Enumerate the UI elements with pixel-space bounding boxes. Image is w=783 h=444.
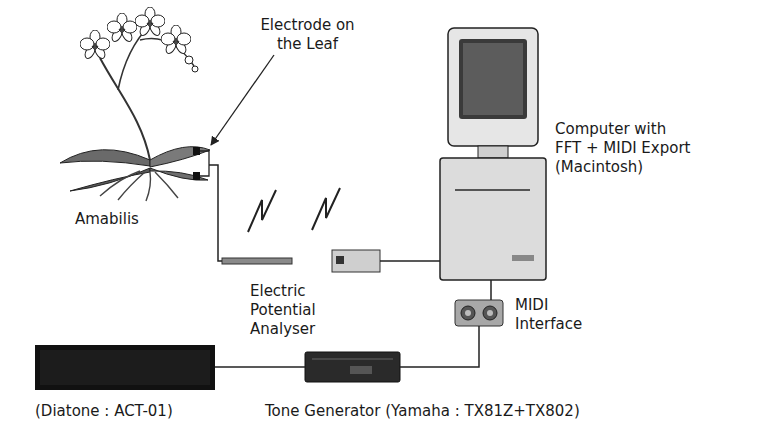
signal-wire	[215, 366, 305, 368]
callout-label: Electrode on the Leaf	[255, 16, 360, 54]
speaker-unit: (Diatone : ACT-01)	[35, 345, 215, 390]
plant-figure: Amabilis	[55, 5, 215, 205]
device-label: Electric Potential Analyser	[250, 282, 316, 338]
computer-unit: Computer with FFT + MIDI Export (Macinto…	[440, 25, 546, 280]
device-label: Amabilis	[75, 210, 139, 229]
tone-generator-device	[305, 352, 400, 382]
computer-icon	[440, 28, 546, 280]
tone-generator: Tone Generator (Yamaha : TX81Z+TX802)	[305, 352, 400, 382]
orchid-plant	[60, 7, 215, 201]
device-label: (Diatone : ACT-01)	[35, 402, 173, 421]
signal-wire	[490, 280, 492, 300]
midi-interface: MIDI Interface	[455, 300, 503, 326]
signal-wire	[400, 326, 479, 367]
midi-interface-device	[455, 300, 503, 326]
signal-wire	[215, 165, 222, 261]
device-label: Tone Generator (Yamaha : TX81Z+TX802)	[265, 402, 580, 421]
signal-wire	[380, 260, 440, 262]
device-label: MIDI Interface	[515, 296, 582, 334]
analyser-unit: Electric Potential Analyser	[222, 185, 380, 275]
speaker-device	[35, 345, 215, 390]
analyser-device	[222, 188, 380, 272]
leader-arrow	[211, 55, 274, 145]
device-label: Computer with FFT + MIDI Export (Macinto…	[555, 120, 694, 176]
